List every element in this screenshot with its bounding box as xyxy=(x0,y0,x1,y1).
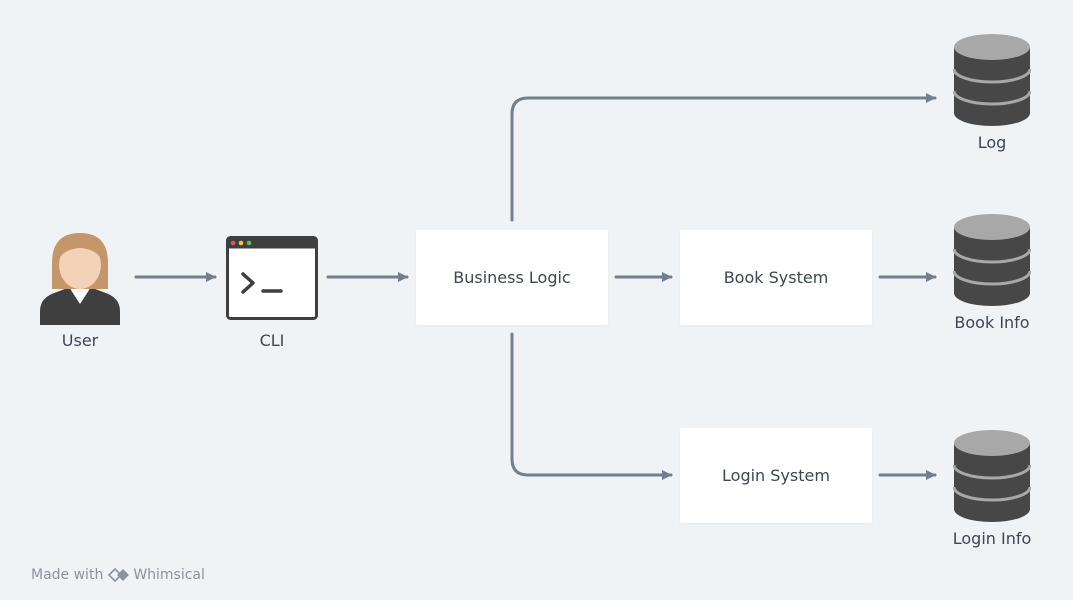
business-logic-label: Business Logic xyxy=(453,268,571,287)
made-with-whimsical-badge[interactable]: Made with Whimsical xyxy=(31,567,205,583)
business-logic-node[interactable]: Business Logic xyxy=(416,230,608,325)
watermark-prefix: Made with xyxy=(31,567,104,583)
terminal-icon xyxy=(226,236,318,320)
book-info-label: Book Info xyxy=(954,313,1030,332)
login-info-label: Login Info xyxy=(952,529,1032,548)
login-info-database-icon xyxy=(953,430,1031,522)
login-system-node[interactable]: Login System xyxy=(680,428,872,523)
watermark-brand: Whimsical xyxy=(133,567,205,583)
log-database-icon xyxy=(953,34,1031,126)
book-info-database-icon xyxy=(953,214,1031,306)
arrow-business-logic-to-login-system xyxy=(510,332,673,480)
log-label: Log xyxy=(977,133,1007,152)
book-system-label: Book System xyxy=(723,268,829,287)
user-label: User xyxy=(61,331,99,350)
arrow-business-logic-to-log xyxy=(510,93,937,222)
login-system-label: Login System xyxy=(722,466,830,485)
whimsical-logo-icon xyxy=(108,568,130,582)
cli-label: CLI xyxy=(259,331,285,350)
book-system-node[interactable]: Book System xyxy=(680,230,872,325)
user-avatar-icon xyxy=(40,233,120,325)
